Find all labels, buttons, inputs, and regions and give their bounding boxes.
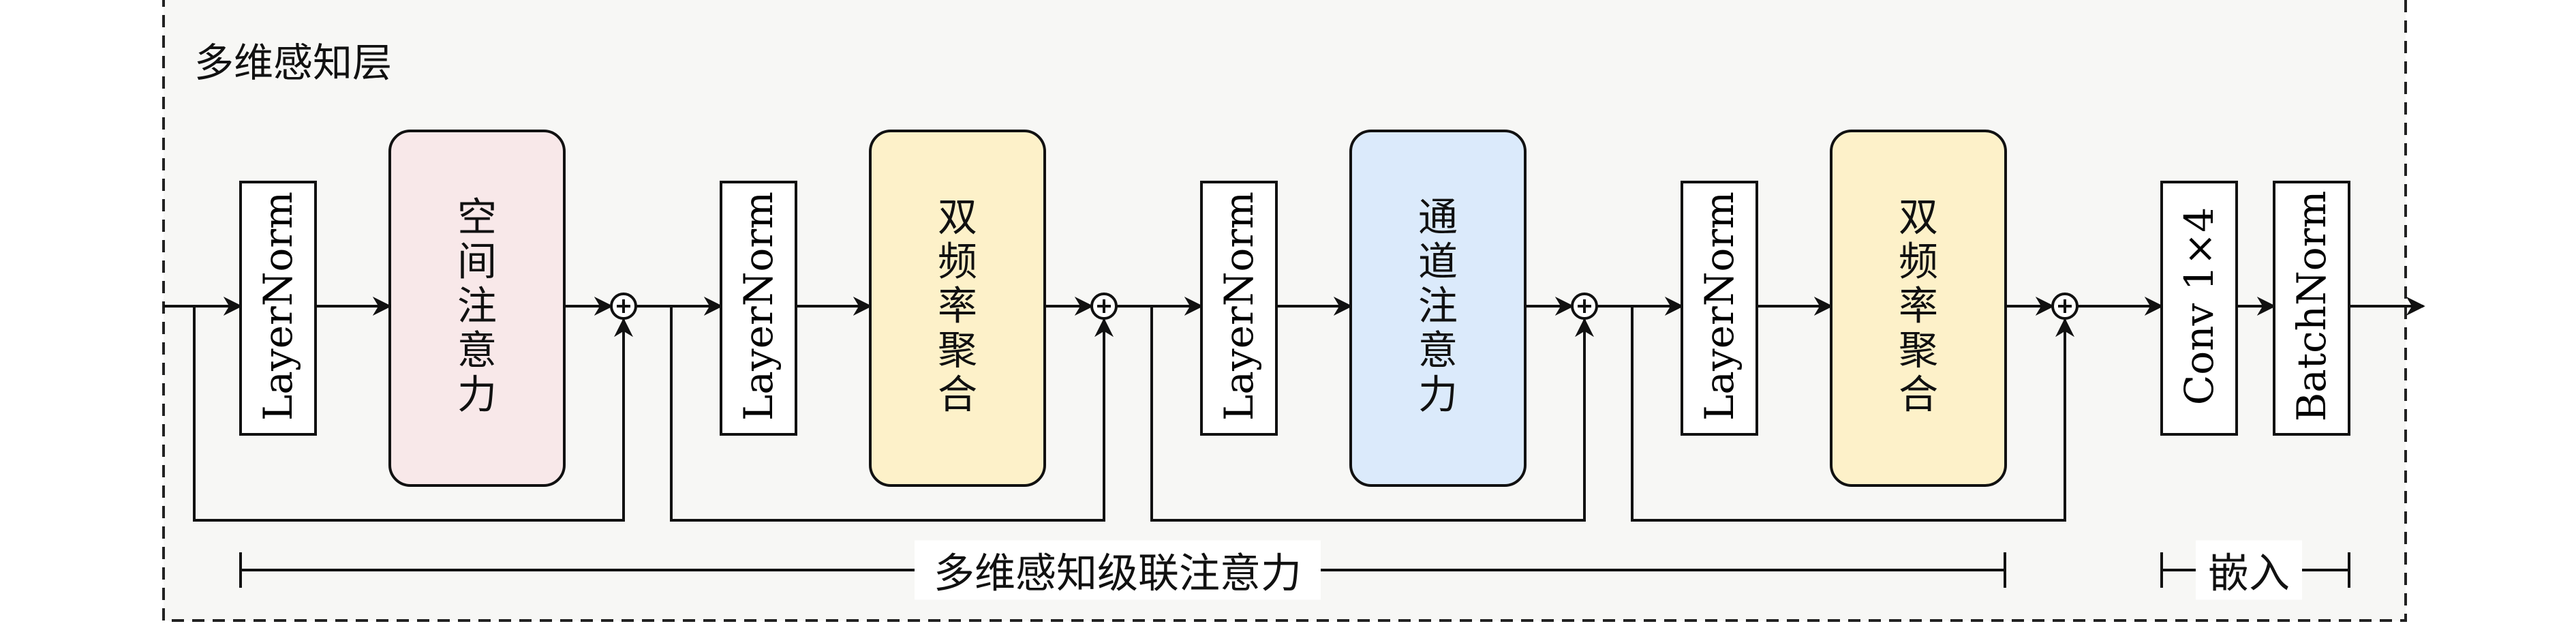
conv-label: Conv 1×4 xyxy=(2176,207,2222,406)
module-char: 注 xyxy=(1417,282,1458,329)
residual-path-1 xyxy=(193,306,633,522)
conv-box xyxy=(2160,181,2238,436)
batchnorm-box xyxy=(2273,181,2350,436)
layer-title: 多维感知层 xyxy=(194,40,393,86)
layernorm-label-3: LayerNorm xyxy=(1216,191,1262,421)
layernorm-box-4 xyxy=(1681,181,1758,436)
embed-label: 嵌入 xyxy=(2196,540,2302,600)
module-label-1: 空间注意力 xyxy=(457,194,497,418)
residual-path-3 xyxy=(1150,306,1594,522)
module-char: 双 xyxy=(1898,194,1939,241)
module-char: 率 xyxy=(937,282,978,329)
cascade-attention-label: 多维感知级联注意力 xyxy=(915,540,1321,600)
module-char: 注 xyxy=(457,282,497,329)
module-char: 道 xyxy=(1417,238,1458,285)
layernorm-label-4: LayerNorm xyxy=(1696,191,1743,421)
module-char: 合 xyxy=(937,371,978,418)
module-label-4: 双频率聚合 xyxy=(1898,194,1939,418)
module-char: 力 xyxy=(1417,371,1458,418)
diagram-nodes xyxy=(239,130,2350,487)
module-box-1 xyxy=(388,130,566,487)
module-char: 力 xyxy=(457,371,497,418)
module-char: 双 xyxy=(937,194,978,241)
module-char: 率 xyxy=(1898,282,1939,329)
module-char: 通 xyxy=(1417,194,1458,241)
layernorm-box-2 xyxy=(720,181,797,436)
module-box-3 xyxy=(1349,130,1527,487)
module-char: 频 xyxy=(937,238,978,285)
layernorm-label-2: LayerNorm xyxy=(735,191,782,421)
batchnorm-label: BatchNorm xyxy=(2288,190,2335,422)
module-char: 间 xyxy=(457,238,497,285)
module-char: 空 xyxy=(457,194,497,241)
module-char: 聚 xyxy=(937,327,978,374)
module-box-4 xyxy=(1830,130,2007,487)
module-box-2 xyxy=(869,130,1046,487)
module-char: 意 xyxy=(457,327,497,374)
module-char: 聚 xyxy=(1898,327,1939,374)
layernorm-label-1: LayerNorm xyxy=(255,191,301,421)
layernorm-box-3 xyxy=(1200,181,1278,436)
module-char: 频 xyxy=(1898,238,1939,285)
module-label-2: 双频率聚合 xyxy=(937,194,978,418)
residual-path-4 xyxy=(1631,306,2074,522)
layernorm-box-1 xyxy=(239,181,317,436)
module-char: 合 xyxy=(1898,371,1939,418)
residual-path-2 xyxy=(670,306,1114,522)
module-label-3: 通道注意力 xyxy=(1417,194,1458,418)
module-char: 意 xyxy=(1417,327,1458,374)
